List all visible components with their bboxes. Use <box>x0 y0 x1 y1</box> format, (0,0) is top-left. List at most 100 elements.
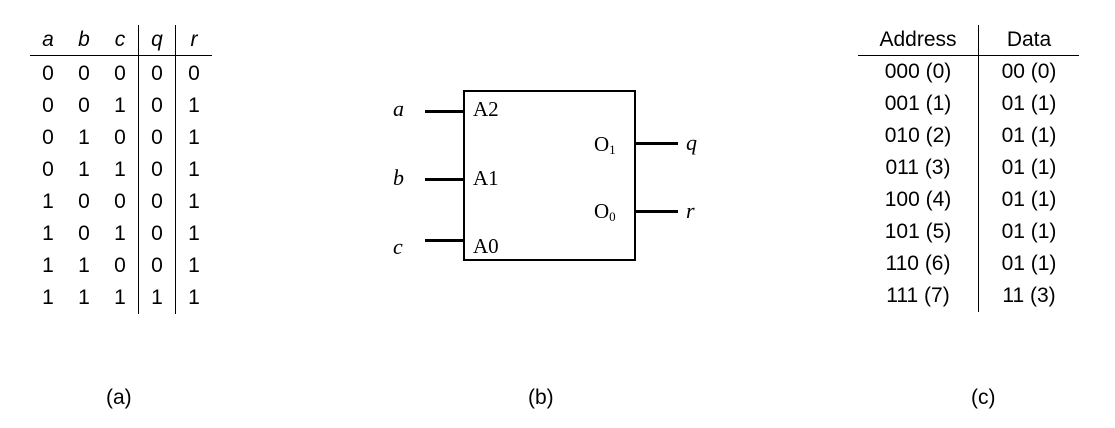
table-row: 0 0 0 0 0 <box>30 55 212 90</box>
address-cell: 111 (7) <box>886 284 950 307</box>
table-row: 001 (1) 01 (1) <box>858 88 1079 120</box>
table-cell: 1 <box>175 122 212 154</box>
truth-table-header-row: a b c q r <box>30 25 212 56</box>
table-row: 010 (2) 01 (1) <box>858 120 1079 152</box>
rom-block <box>463 90 636 261</box>
table-cell: 0 <box>138 90 176 122</box>
truth-table: a b c q r 0 0 0 0 0 0 0 1 0 1 0 1 0 0 1 <box>30 25 212 314</box>
caption-a: (a) <box>106 386 132 409</box>
table-cell: 1 <box>78 254 90 277</box>
data-cell: 01 (1) <box>978 216 1079 248</box>
pin-label-o0-base: O <box>594 199 610 223</box>
table-cell: 1 <box>175 282 212 314</box>
data-cell: 01 (1) <box>978 120 1079 152</box>
pin-label-a1: A1 <box>473 166 499 190</box>
table-cell: 1 <box>78 286 90 309</box>
table-cell: 1 <box>42 254 54 277</box>
data-cell: 01 (1) <box>978 152 1079 184</box>
header-address: Address <box>858 25 979 56</box>
table-row: 011 (3) 01 (1) <box>858 152 1079 184</box>
table-cell: 0 <box>138 55 176 90</box>
table-row: 000 (0) 00 (0) <box>858 55 1079 88</box>
table-cell: 1 <box>175 250 212 282</box>
table-cell: 0 <box>78 94 90 117</box>
pin-label-o0: O0 <box>594 199 616 225</box>
address-cell: 001 (1) <box>884 92 952 115</box>
rom-table-header-row: Address Data <box>858 25 1079 56</box>
header-a: a <box>30 25 66 56</box>
input-wire-b <box>425 178 465 181</box>
table-cell: 0 <box>114 254 126 277</box>
table-cell: 0 <box>78 62 90 85</box>
table-cell: 0 <box>114 190 126 213</box>
signal-label-q: q <box>686 130 697 155</box>
table-row: 1 0 1 0 1 <box>30 218 212 250</box>
header-data: Data <box>978 25 1079 56</box>
table-row: 1 1 1 1 1 <box>30 282 212 314</box>
table-row: 0 1 0 0 1 <box>30 122 212 154</box>
table-cell: 1 <box>114 222 126 245</box>
table-cell: 0 <box>138 186 176 218</box>
table-cell: 0 <box>42 126 54 149</box>
input-wire-c <box>425 239 465 242</box>
table-cell: 0 <box>78 190 90 213</box>
signal-label-b: b <box>393 165 404 190</box>
table-cell: 1 <box>175 90 212 122</box>
table-row: 100 (4) 01 (1) <box>858 184 1079 216</box>
header-b: b <box>66 25 102 56</box>
table-cell: 1 <box>175 154 212 186</box>
address-cell: 110 (6) <box>885 252 951 275</box>
signal-label-a: a <box>393 96 404 121</box>
table-cell: 1 <box>114 94 126 117</box>
pin-label-o1-base: O <box>594 132 610 156</box>
table-cell: 1 <box>138 282 176 314</box>
table-cell: 0 <box>42 62 54 85</box>
table-cell: 1 <box>42 222 54 245</box>
table-cell: 0 <box>138 250 176 282</box>
table-row: 110 (6) 01 (1) <box>858 248 1079 280</box>
pin-label-o0-sub: 0 <box>609 209 616 224</box>
caption-b: (b) <box>528 386 554 409</box>
table-row: 1 0 0 0 1 <box>30 186 212 218</box>
table-cell: 0 <box>138 218 176 250</box>
table-row: 1 1 0 0 1 <box>30 250 212 282</box>
table-row: 0 0 1 0 1 <box>30 90 212 122</box>
table-cell: 0 <box>42 158 54 181</box>
header-r: r <box>175 25 212 56</box>
data-cell: 00 (0) <box>978 55 1079 88</box>
output-wire-r <box>636 210 678 213</box>
table-cell: 0 <box>78 222 90 245</box>
caption-c: (c) <box>971 386 996 409</box>
table-cell: 1 <box>42 190 54 213</box>
address-cell: 100 (4) <box>884 188 952 211</box>
table-cell: 1 <box>175 186 212 218</box>
address-cell: 000 (0) <box>884 60 952 83</box>
table-row: 101 (5) 01 (1) <box>858 216 1079 248</box>
table-cell: 0 <box>175 55 212 90</box>
table-cell: 0 <box>114 62 126 85</box>
address-cell: 010 (2) <box>884 124 952 147</box>
table-row: 0 1 1 0 1 <box>30 154 212 186</box>
rom-table: Address Data 000 (0) 00 (0) 001 (1) 01 (… <box>858 25 1079 312</box>
pin-label-a0: A0 <box>473 234 499 258</box>
input-wire-a <box>425 110 465 113</box>
table-row: 111 (7) 11 (3) <box>858 280 1079 312</box>
table-cell: 0 <box>138 154 176 186</box>
pin-label-o1-sub: 1 <box>609 142 616 157</box>
table-cell: 1 <box>78 126 90 149</box>
table-cell: 1 <box>175 218 212 250</box>
table-cell: 0 <box>42 94 54 117</box>
data-cell: 01 (1) <box>978 248 1079 280</box>
signal-label-r: r <box>686 198 695 223</box>
table-cell: 0 <box>138 122 176 154</box>
pin-label-o1: O1 <box>594 132 616 158</box>
data-cell: 01 (1) <box>978 184 1079 216</box>
output-wire-q <box>636 142 678 145</box>
header-q: q <box>138 25 176 56</box>
data-cell: 11 (3) <box>978 280 1079 312</box>
header-c: c <box>102 25 139 56</box>
address-cell: 101 (5) <box>884 220 952 243</box>
signal-label-c: c <box>393 234 403 259</box>
address-cell: 011 (3) <box>885 156 951 179</box>
data-cell: 01 (1) <box>978 88 1079 120</box>
